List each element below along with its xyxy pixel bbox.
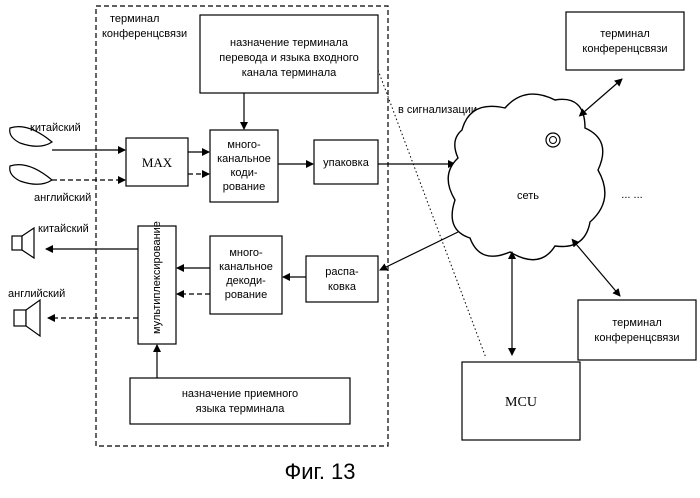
network-to-terminal-top-arrow (584, 79, 622, 112)
remote-terminal-top-line-1: терминал (600, 28, 649, 40)
assign-translation-line-3: канала терминала (242, 67, 337, 79)
remote-terminal-top-line-2: конференцсвязи (582, 43, 667, 55)
remote-terminal-top-box (566, 12, 684, 70)
network-cloud (448, 94, 605, 260)
network-node-icon (546, 133, 560, 147)
multi-decode-line-4: рование (225, 289, 267, 301)
mcu-label: MCU (505, 395, 537, 410)
output-chinese-label: китайский (38, 223, 89, 235)
input-chinese-label: китайский (30, 122, 81, 134)
packing-label: упаковка (323, 157, 370, 169)
assign-receive-line-2: языка терминала (196, 403, 286, 415)
multi-encode-line-2: канальное (217, 153, 271, 165)
assign-receive-line-1: назначение приемного (182, 388, 298, 400)
speaker-chinese-icon (12, 228, 34, 258)
signaling-label: в сигнализации (398, 104, 477, 116)
assign-translation-line-1: назначение терминала (230, 37, 349, 49)
multi-decode-line-2: канальное (219, 261, 273, 273)
input-english-label: английский (34, 192, 91, 204)
multi-encode-line-1: много- (227, 139, 261, 151)
terminal-title-line-2: конференцсвязи (102, 28, 187, 40)
multi-encode-line-3: коди- (230, 167, 257, 179)
multi-decode-line-1: много- (229, 247, 263, 259)
output-english-label: английский (8, 288, 65, 300)
terminal-title-line-1: терминал (110, 13, 159, 25)
microphone-english-icon (10, 165, 52, 185)
unpacking-line-1: распа- (325, 266, 359, 278)
remote-terminal-right-line-2: конференцсвязи (594, 332, 679, 344)
multi-decode-line-3: декоди- (226, 275, 266, 287)
remote-terminal-right-box (578, 300, 696, 360)
figure-caption: Фиг. 13 (284, 459, 355, 484)
unpacking-line-2: ковка (328, 281, 357, 293)
remote-terminal-right-line-1: терминал (612, 317, 661, 329)
ellipsis-label: ... ... (621, 189, 642, 201)
network-to-terminal-right-arrow (576, 244, 620, 296)
unpacking-box (306, 256, 378, 302)
network-label: сеть (517, 190, 539, 202)
mux-label: MAX (142, 155, 173, 170)
assign-receive-box (130, 378, 350, 424)
assign-translation-line-2: перевода и языка входного (219, 52, 358, 64)
speaker-english-icon (14, 300, 40, 336)
multi-encode-line-4: рование (223, 181, 265, 193)
demux-label: мультиплексирование (151, 221, 163, 334)
